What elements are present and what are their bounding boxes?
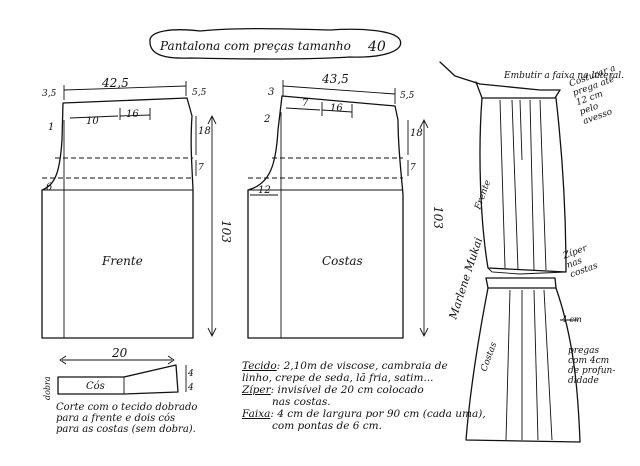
waistband-fold: dobra bbox=[43, 376, 52, 400]
title-text: Pantalona com preças tamanho bbox=[159, 39, 351, 53]
front-view-illustration bbox=[439, 61, 567, 275]
back-crotch: 12 bbox=[258, 185, 271, 196]
front-piece bbox=[41, 81, 217, 339]
back-waist-left: 3 bbox=[268, 87, 274, 98]
sash-note: Embutir a faixa na lateral. bbox=[503, 71, 624, 81]
front-small: 7 bbox=[198, 163, 204, 173]
signature: Marlene Mukai bbox=[446, 236, 485, 322]
back-pleat-line-2: com 4cm bbox=[568, 356, 610, 366]
back-pleat-line-4: didade bbox=[568, 376, 599, 386]
front-hip: 18 bbox=[198, 126, 211, 137]
waistband-piece bbox=[57, 355, 187, 395]
measure-label: 4 cm bbox=[561, 315, 582, 324]
back-top-width: 43,5 bbox=[321, 72, 349, 86]
back-pleat-line-3: de profun- bbox=[568, 366, 616, 376]
fabric-text-1: : 2,10m de viscose, cambraia de bbox=[276, 360, 448, 372]
front-pleat-b: 16 bbox=[126, 109, 139, 120]
illustration-front-label: Frente bbox=[473, 179, 493, 212]
waistband-instruction-2: para a frente e dois cós bbox=[56, 413, 176, 424]
back-label: Costas bbox=[322, 254, 363, 268]
fabric-text-2: linho, crepe de seda, lã fria, satim... bbox=[242, 372, 434, 384]
back-length: 103 bbox=[431, 206, 445, 229]
waistband-instruction-3: para as costas (sem dobra). bbox=[56, 424, 196, 435]
back-view-illustration bbox=[465, 277, 581, 443]
back-side-drop: 2 bbox=[263, 114, 270, 125]
sash-label: Faixa bbox=[242, 408, 271, 420]
back-pleat-line-1: pregas bbox=[568, 346, 600, 356]
waistband-h2: 4 bbox=[187, 383, 194, 393]
fabric-line-1: Tecido: 2,10m de viscose, cambraia de bbox=[242, 360, 486, 372]
back-pleat-b: 16 bbox=[330, 103, 343, 114]
waistband-label: Cós bbox=[86, 381, 105, 392]
front-side-drop: 1 bbox=[48, 122, 54, 133]
waistband-instruction-1: Corte com o tecido dobrado bbox=[56, 402, 198, 413]
back-pleat-a: 7 bbox=[302, 98, 309, 109]
zipper-line-1: Zíper: invisível de 20 cm colocado bbox=[242, 384, 486, 396]
back-hip: 18 bbox=[410, 128, 423, 139]
back-waist-right: 5,5 bbox=[400, 91, 415, 101]
front-waist-right: 5,5 bbox=[192, 88, 207, 98]
waistband-instructions: Corte com o tecido dobrado para a frente… bbox=[56, 402, 197, 435]
waistband-width: 20 bbox=[111, 346, 128, 360]
sash-text-2: com pontas de 6 cm. bbox=[272, 420, 382, 432]
sash-line-1: Faixa: 4 cm de largura por 90 cm (cada u… bbox=[242, 408, 486, 420]
front-top-width: 42,5 bbox=[101, 76, 129, 90]
title-size: 40 bbox=[367, 39, 386, 55]
back-pleat-note: pregas com 4cm de profun- didade bbox=[568, 346, 615, 386]
title-cloud: Pantalona com preças tamanho 40 bbox=[149, 27, 402, 60]
front-label: Frente bbox=[101, 254, 143, 268]
sash-text-1: : 4 cm de largura por 90 cm (cada uma), bbox=[270, 408, 486, 420]
materials-notes: Tecido: 2,10m de viscose, cambraia de li… bbox=[242, 360, 486, 432]
fabric-label: Tecido bbox=[242, 360, 277, 372]
front-crotch: 6 bbox=[46, 182, 53, 193]
front-length: 103 bbox=[219, 220, 233, 243]
waistband-h1: 4 bbox=[187, 369, 194, 379]
back-piece bbox=[247, 80, 429, 339]
front-waist-left: 3,5 bbox=[42, 89, 57, 99]
zipper-text-1: : invisível de 20 cm colocado bbox=[270, 384, 424, 396]
back-small: 7 bbox=[410, 163, 416, 173]
zipper-text-2: nas costas. bbox=[272, 396, 331, 408]
front-pleat-a: 10 bbox=[86, 116, 99, 127]
zipper-label: Zíper bbox=[242, 384, 271, 396]
